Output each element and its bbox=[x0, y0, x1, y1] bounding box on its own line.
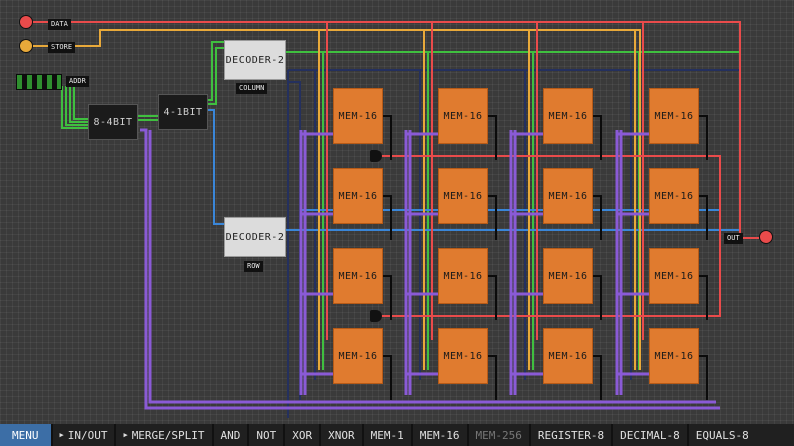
data-input-label: DATA bbox=[48, 19, 71, 30]
mem-output-wire bbox=[593, 275, 602, 320]
row-select-wire bbox=[208, 109, 224, 225]
toolbar-item-mem-16[interactable]: MEM-16 bbox=[413, 424, 469, 446]
store-input-pin[interactable] bbox=[19, 39, 33, 53]
toolbar-item-label: IN/OUT bbox=[67, 428, 108, 442]
mem-16-cell[interactable]: MEM-16 bbox=[333, 328, 383, 384]
toolbar-item-mem-256: MEM-256 bbox=[469, 424, 531, 446]
mem-16-cell[interactable]: MEM-16 bbox=[649, 248, 699, 304]
mem-output-wire bbox=[488, 275, 497, 320]
mem-16-cell[interactable]: MEM-16 bbox=[543, 248, 593, 304]
mem-16-cell[interactable]: MEM-16 bbox=[438, 168, 488, 224]
mem-output-wire bbox=[383, 195, 392, 240]
toolbar-item-mem-1[interactable]: MEM-1 bbox=[364, 424, 413, 446]
address-bus bbox=[140, 128, 720, 410]
mem-16-cell[interactable]: MEM-16 bbox=[333, 88, 383, 144]
decoder-column[interactable]: DECODER-2 bbox=[224, 40, 286, 80]
toolbar-item-and[interactable]: AND bbox=[214, 424, 250, 446]
addr-wire bbox=[61, 86, 88, 129]
mem-output-wire bbox=[593, 355, 602, 400]
mem-16-cell[interactable]: MEM-16 bbox=[333, 248, 383, 304]
mem-16-cell[interactable]: MEM-16 bbox=[438, 88, 488, 144]
out-output-pin[interactable] bbox=[759, 230, 773, 244]
toolbar-item-not[interactable]: NOT bbox=[249, 424, 286, 446]
mem-output-wire bbox=[699, 275, 708, 320]
toolbar-item-xor[interactable]: XOR bbox=[285, 424, 322, 446]
menu-button[interactable]: MENU bbox=[0, 424, 53, 446]
addr-wire bbox=[73, 86, 88, 120]
mem-output-wire bbox=[593, 195, 602, 240]
data-output-wire bbox=[378, 155, 721, 317]
toolbar-item-in-out[interactable]: ▶IN/OUT bbox=[53, 424, 117, 446]
mem-16-cell[interactable]: MEM-16 bbox=[649, 88, 699, 144]
mem-output-wire bbox=[593, 115, 602, 160]
data-wire bbox=[33, 21, 759, 239]
circuit-canvas[interactable] bbox=[0, 0, 794, 424]
addr-wire bbox=[65, 86, 88, 126]
toolbar-item-decimal-8[interactable]: DECIMAL-8 bbox=[613, 424, 689, 446]
mem-output-wire bbox=[383, 275, 392, 320]
toolbar-item-equals-8[interactable]: EQUALS-8 bbox=[695, 428, 749, 442]
wire-junction[interactable] bbox=[370, 150, 382, 162]
mem-16-cell[interactable]: MEM-16 bbox=[333, 168, 383, 224]
mem-output-wire bbox=[699, 355, 708, 400]
mem-output-wire bbox=[488, 355, 497, 400]
mem-output-wire bbox=[699, 195, 708, 240]
component-toolbar: MENU ▶IN/OUT ▶MERGE/SPLIT AND NOT XOR XN… bbox=[0, 424, 794, 446]
toolbar-item-register-8[interactable]: REGISTER-8 bbox=[531, 424, 614, 446]
mem-16-cell[interactable]: MEM-16 bbox=[438, 248, 488, 304]
mem-16-cell[interactable]: MEM-16 bbox=[649, 168, 699, 224]
wires bbox=[33, 21, 759, 418]
expand-arrow-icon: ▶ bbox=[123, 431, 128, 439]
toolbar-item-xnor[interactable]: XNOR bbox=[321, 424, 364, 446]
decoder-row[interactable]: DECODER-2 bbox=[224, 217, 286, 257]
mem-16-cell[interactable]: MEM-16 bbox=[543, 168, 593, 224]
store-wire bbox=[33, 29, 641, 370]
decoder-column-caption: COLUMN bbox=[236, 83, 268, 94]
data-input-pin[interactable] bbox=[19, 15, 33, 29]
addr-input-label: ADDR bbox=[66, 76, 89, 87]
decoder-row-caption: ROW bbox=[244, 261, 263, 272]
toolbar-item-label: MERGE/SPLIT bbox=[131, 428, 205, 442]
splitter-8-4bit[interactable]: 8-4BIT bbox=[88, 104, 138, 140]
mem-16-cell[interactable]: MEM-16 bbox=[543, 328, 593, 384]
store-input-label: STORE bbox=[48, 42, 76, 53]
column-select-wire bbox=[288, 81, 301, 400]
addr-wire bbox=[208, 41, 224, 101]
toolbar-item-merge-split[interactable]: ▶MERGE/SPLIT bbox=[116, 424, 214, 446]
mem-output-wire bbox=[488, 195, 497, 240]
expand-arrow-icon: ▶ bbox=[59, 431, 64, 439]
addr-input-pins[interactable] bbox=[16, 74, 62, 90]
addr-wire bbox=[69, 86, 88, 123]
mem-output-wire bbox=[699, 115, 708, 160]
mem-16-cell[interactable]: MEM-16 bbox=[649, 328, 699, 384]
mem-output-wire bbox=[383, 115, 392, 160]
address-bus bbox=[148, 130, 716, 404]
splitter-4-1bit[interactable]: 4-1BIT bbox=[158, 94, 208, 130]
addr-wire bbox=[208, 47, 224, 105]
out-label: OUT bbox=[724, 233, 743, 244]
wire-junction[interactable] bbox=[370, 310, 382, 322]
mem-16-cell[interactable]: MEM-16 bbox=[543, 88, 593, 144]
mem-output-wire bbox=[383, 355, 392, 400]
mem-output-wire bbox=[488, 115, 497, 160]
mem-16-cell[interactable]: MEM-16 bbox=[438, 328, 488, 384]
